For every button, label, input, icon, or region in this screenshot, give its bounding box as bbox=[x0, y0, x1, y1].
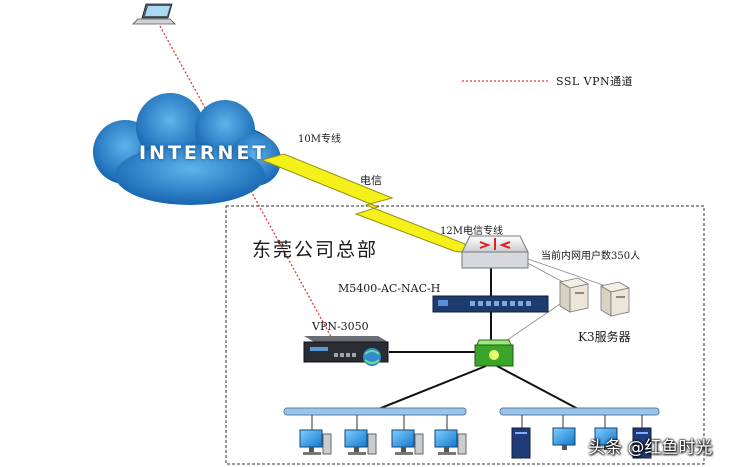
internet-label: INTERNET bbox=[139, 142, 269, 164]
server-icon bbox=[599, 281, 631, 317]
lan-bus-left bbox=[283, 407, 467, 416]
telecom-label: 电信 bbox=[360, 174, 382, 187]
pc-icon bbox=[299, 429, 332, 455]
firewall-appliance-icon bbox=[432, 295, 549, 313]
hq-boundary bbox=[225, 205, 705, 465]
k3-server-label: K3服务器 bbox=[578, 330, 631, 344]
link-12m-label: 12M电信专线 bbox=[440, 226, 503, 237]
user-count-label: 当前内网用户数350人 bbox=[541, 251, 641, 262]
pc-icon bbox=[391, 429, 424, 455]
firewall-label: M5400-AC-NAC-H bbox=[338, 282, 441, 295]
tower-server-icon bbox=[632, 427, 652, 459]
core-switch-icon bbox=[461, 235, 529, 269]
pc-icon bbox=[552, 427, 576, 450]
connection-lines bbox=[375, 268, 581, 411]
pc-icon bbox=[594, 427, 618, 450]
lan-bus-right bbox=[499, 407, 660, 416]
link-10m-label: 10M专线 bbox=[298, 134, 341, 145]
hq-title: 东莞公司总部 bbox=[252, 239, 379, 261]
internet-cloud-icon bbox=[93, 93, 281, 205]
pc-icon bbox=[434, 429, 467, 455]
legend-label: SSL VPN通道 bbox=[556, 75, 634, 88]
vpn-appliance-icon bbox=[303, 336, 389, 366]
pc-icon bbox=[344, 429, 377, 455]
access-switch-icon bbox=[474, 339, 514, 367]
tower-server-icon bbox=[511, 427, 531, 459]
server-icon bbox=[558, 277, 590, 313]
vpn-device-label: VPN-3050 bbox=[312, 320, 369, 333]
laptop-icon bbox=[132, 3, 176, 25]
watermark: 头条 @红鱼时光 bbox=[588, 438, 713, 458]
